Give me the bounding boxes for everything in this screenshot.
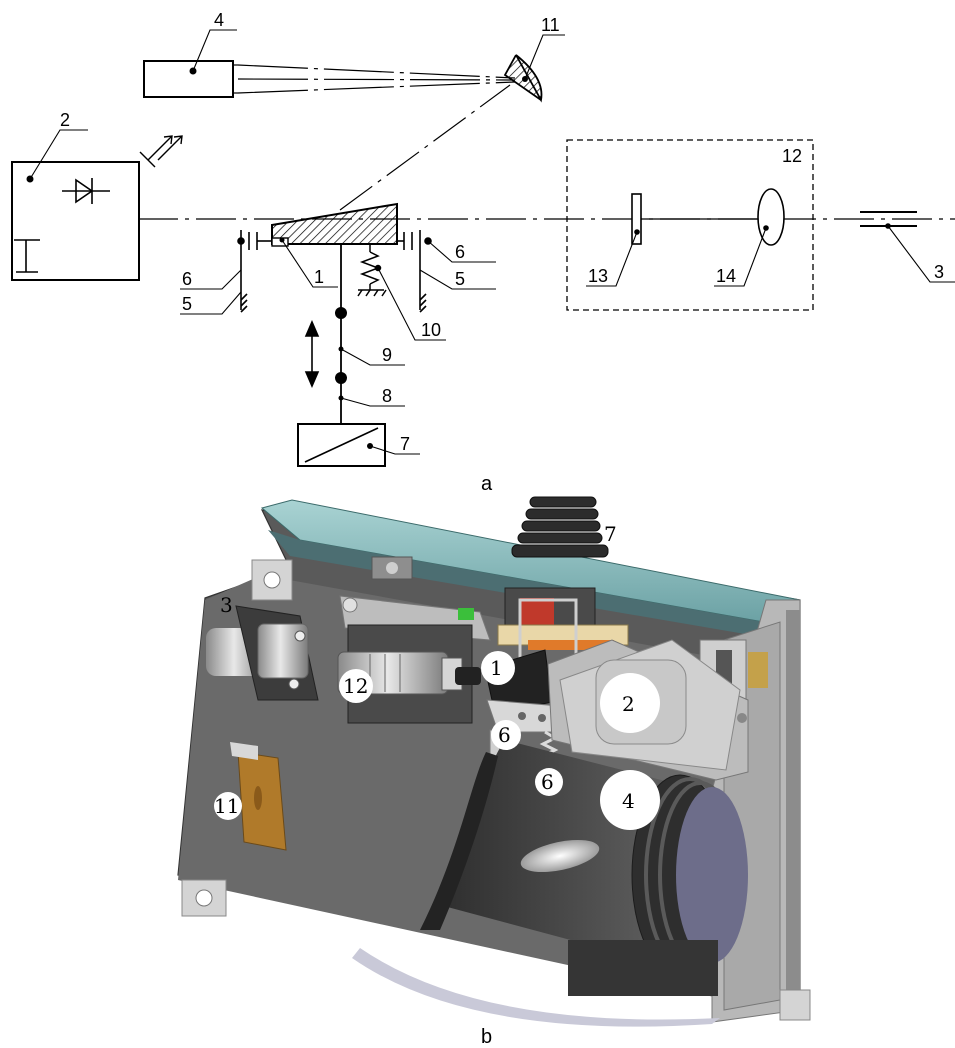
target-holder xyxy=(206,605,319,701)
b-label-12: 12 xyxy=(343,674,368,698)
label-5-right: 5 xyxy=(455,269,465,289)
label-6-left: 6 xyxy=(182,269,192,289)
b-label-4: 4 xyxy=(622,789,635,813)
mounting-foot-bl xyxy=(181,879,227,917)
label-disc-11 xyxy=(214,792,242,820)
b-label-6b: 6 xyxy=(541,770,554,794)
label-7: 7 xyxy=(400,434,410,454)
bottom-lip xyxy=(352,948,720,1027)
label-disc-1 xyxy=(481,651,515,685)
label-11: 11 xyxy=(541,15,560,35)
objective-unit xyxy=(566,139,814,311)
label-6-right: 6 xyxy=(455,242,465,262)
label-3: 3 xyxy=(934,262,944,282)
schematic-panel-a: 2 4 11 12 1 6 5 6 5 10 9 8 7 13 14 3 a xyxy=(11,10,955,495)
receiver-block xyxy=(143,60,516,98)
screw-head xyxy=(371,556,413,580)
b-label-6a: 6 xyxy=(498,723,511,747)
label-disc-12 xyxy=(339,669,373,703)
label-5-left: 5 xyxy=(182,294,192,314)
b-label-11: 11 xyxy=(214,794,239,818)
label-disc-4 xyxy=(600,770,660,830)
label-1: 1 xyxy=(314,267,324,287)
b-label-7: 7 xyxy=(604,522,617,546)
caption-a: a xyxy=(481,473,493,495)
spring xyxy=(357,244,387,297)
stop-right xyxy=(397,230,432,313)
b-label-2: 2 xyxy=(622,692,635,716)
label-14: 14 xyxy=(716,266,736,286)
emission-arrows-icon xyxy=(139,135,183,168)
label-13: 13 xyxy=(588,266,608,286)
mirror-plate xyxy=(230,742,287,851)
spherical-mirror xyxy=(503,54,543,103)
laser-diode-block xyxy=(11,161,140,281)
mounting-foot-br xyxy=(779,989,811,1021)
mounting-foot-tl xyxy=(251,559,293,601)
drive-rod xyxy=(335,244,347,424)
label-8: 8 xyxy=(382,386,392,406)
stop-left xyxy=(237,230,272,313)
caption-b: b xyxy=(481,1026,492,1048)
mesh-panel xyxy=(786,610,800,1010)
label-disc-6a xyxy=(491,720,521,750)
label-2: 2 xyxy=(60,110,70,130)
label-disc-2 xyxy=(600,673,660,733)
receiver-horn xyxy=(420,740,748,996)
motion-arrow-icon xyxy=(304,319,320,389)
label-10: 10 xyxy=(421,320,441,340)
label-disc-6b xyxy=(535,768,563,796)
actuator-carriage xyxy=(497,587,629,672)
reflected-beam xyxy=(339,84,511,211)
label-12: 12 xyxy=(782,146,802,166)
rendering-panel-b: 7 3 1 12 2 6 6 4 11 b xyxy=(177,496,811,1048)
actuator-block xyxy=(297,423,386,467)
b-label-3: 3 xyxy=(220,593,233,617)
bellows xyxy=(511,496,609,558)
label-9: 9 xyxy=(382,345,392,365)
optical-wedge xyxy=(271,202,398,247)
leader-lines xyxy=(29,29,955,455)
label-4: 4 xyxy=(214,10,224,30)
b-label-1: 1 xyxy=(490,656,503,680)
